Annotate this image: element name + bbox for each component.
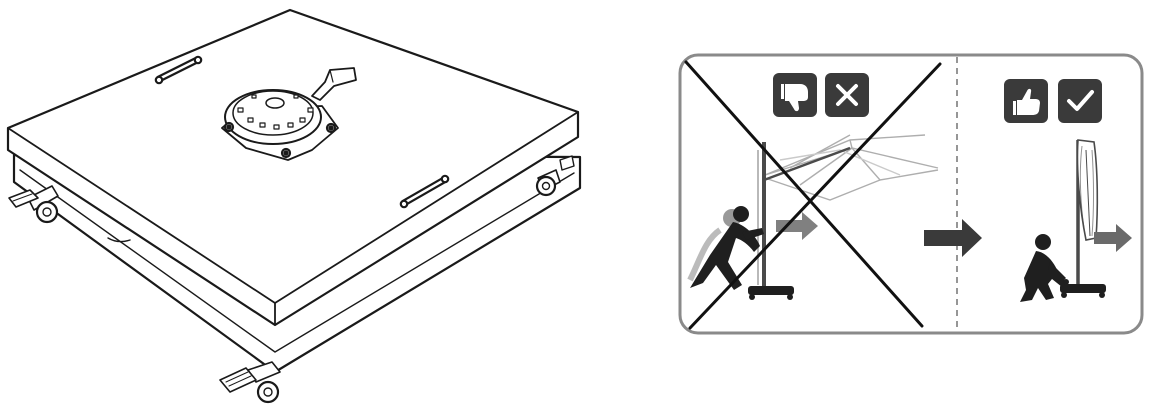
umbrella-base-illustration bbox=[6, 8, 582, 404]
wheel bbox=[559, 155, 575, 171]
umbrella-mast bbox=[757, 142, 851, 290]
check-mark-icon bbox=[1067, 90, 1094, 111]
wheel bbox=[247, 361, 281, 404]
thumbs-up-icon bbox=[1013, 88, 1040, 115]
wheel-brake-pedal bbox=[219, 367, 257, 393]
mast-mount-plate bbox=[221, 89, 339, 161]
instruction-panel bbox=[678, 53, 1144, 335]
base-lid bbox=[6, 8, 580, 327]
thumbs-down-tile bbox=[773, 73, 817, 117]
mount-teeth bbox=[237, 94, 314, 130]
check-mark-tile bbox=[1058, 79, 1102, 123]
right-method-scene bbox=[1020, 139, 1132, 302]
carry-handle bbox=[154, 55, 203, 85]
mount-lever bbox=[311, 67, 357, 101]
big-cross-mark bbox=[684, 60, 942, 330]
carry-handle bbox=[399, 174, 450, 209]
wheel bbox=[535, 169, 561, 197]
closed-umbrella bbox=[1076, 139, 1099, 288]
cross-mark-tile bbox=[825, 73, 869, 117]
person-crouching-silhouette bbox=[1020, 234, 1069, 302]
panel-frame bbox=[678, 53, 1144, 335]
person-pushing-silhouette bbox=[687, 206, 764, 290]
umbrella-base-small bbox=[1060, 284, 1106, 298]
move-arrow-icon bbox=[776, 212, 818, 240]
cross-mark-icon bbox=[836, 84, 858, 106]
move-arrow-icon bbox=[1094, 224, 1132, 252]
wrong-method-scene bbox=[687, 134, 939, 300]
thumbs-down-icon bbox=[781, 84, 808, 112]
wheel bbox=[27, 185, 59, 224]
open-umbrella-canopy bbox=[764, 134, 939, 201]
wheel-brake-pedal bbox=[8, 189, 39, 208]
thumbs-up-tile bbox=[1004, 79, 1048, 123]
umbrella-base-small bbox=[748, 286, 794, 300]
arrow-right-icon bbox=[924, 219, 982, 257]
